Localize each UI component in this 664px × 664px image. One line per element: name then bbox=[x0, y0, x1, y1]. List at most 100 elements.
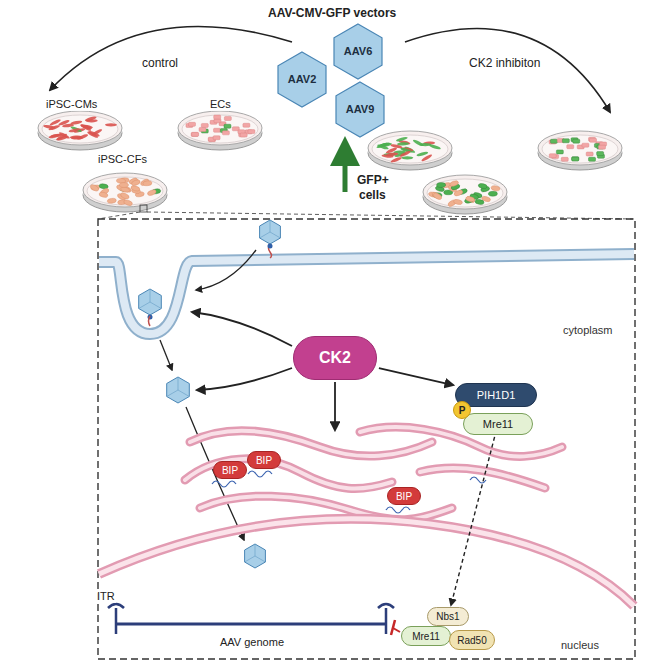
diagram-title: AAV-CMV-GFP vectors bbox=[268, 7, 396, 21]
dish-inner bbox=[42, 115, 118, 143]
dish-inner bbox=[182, 115, 258, 143]
capsid-facet bbox=[245, 556, 255, 562]
cell bbox=[62, 123, 74, 127]
capsid-facet bbox=[150, 302, 161, 309]
cell bbox=[590, 138, 597, 142]
cell bbox=[573, 139, 580, 143]
cell bbox=[248, 130, 255, 134]
cell bbox=[43, 124, 55, 129]
capsid-facet bbox=[150, 289, 151, 302]
cell bbox=[412, 139, 424, 147]
label: nucleus bbox=[560, 639, 600, 652]
capsid-facet bbox=[178, 390, 189, 397]
node-text: AAV9 bbox=[346, 103, 375, 115]
node-text: P bbox=[459, 405, 466, 416]
er-lumen bbox=[360, 427, 562, 456]
cell bbox=[429, 144, 441, 151]
cell bbox=[224, 117, 231, 121]
capsid-facet bbox=[139, 302, 150, 309]
capsid-shell bbox=[245, 544, 266, 568]
cell bbox=[550, 139, 557, 143]
cell bbox=[589, 137, 596, 141]
label: control bbox=[141, 57, 179, 71]
node-text: Rad50 bbox=[457, 635, 486, 646]
capsid-shell bbox=[139, 289, 162, 315]
culture-dish bbox=[38, 111, 122, 150]
cell bbox=[201, 123, 208, 127]
capsid-facet bbox=[260, 232, 270, 238]
curved-arrow bbox=[405, 29, 610, 112]
capsid-facet bbox=[255, 544, 256, 556]
nuclear-envelope bbox=[99, 519, 634, 606]
cell bbox=[213, 136, 220, 140]
label: GFP+ bbox=[356, 174, 390, 188]
dish-rim bbox=[83, 173, 167, 207]
capsid-shell bbox=[167, 377, 190, 403]
protein-box: Rad50 bbox=[449, 630, 495, 650]
node-text: Mre11 bbox=[412, 631, 440, 642]
er-membrane bbox=[360, 427, 562, 456]
er-membrane bbox=[190, 431, 432, 456]
capsid-outline bbox=[278, 52, 326, 107]
cell bbox=[561, 157, 568, 161]
cell bbox=[107, 198, 116, 204]
cell bbox=[465, 196, 475, 203]
cell bbox=[240, 133, 247, 137]
ck2-arrow bbox=[334, 382, 336, 430]
protein-box: CK2 bbox=[293, 336, 377, 380]
protein-box: BIP bbox=[387, 487, 421, 505]
node-text: AAV6 bbox=[344, 45, 373, 57]
label: ECs bbox=[209, 98, 232, 111]
cell bbox=[89, 184, 99, 193]
cell bbox=[397, 142, 409, 146]
er-lumen bbox=[185, 459, 392, 489]
cell bbox=[556, 150, 563, 154]
cell bbox=[475, 199, 485, 205]
receptor bbox=[149, 316, 151, 326]
dish-rim bbox=[423, 175, 507, 209]
cell bbox=[453, 199, 463, 206]
cell bbox=[243, 123, 250, 127]
culture-dish bbox=[178, 111, 262, 150]
node-text: BIP bbox=[222, 465, 238, 476]
cell bbox=[586, 152, 593, 156]
cell bbox=[147, 189, 157, 197]
cell bbox=[105, 123, 117, 126]
node-text: Mre11 bbox=[483, 418, 513, 430]
zoom-line bbox=[98, 212, 140, 219]
cell bbox=[119, 183, 128, 188]
cell-membrane bbox=[99, 254, 634, 334]
unfolded-protein bbox=[386, 507, 410, 513]
label: cytoplasm bbox=[562, 324, 614, 337]
cell bbox=[567, 145, 574, 149]
dish-rim bbox=[38, 111, 122, 145]
cell-membrane bbox=[99, 254, 634, 334]
cell bbox=[130, 185, 140, 192]
cell bbox=[572, 157, 579, 161]
cell bbox=[549, 154, 556, 158]
zoom-square bbox=[140, 205, 147, 212]
protein-box: BIP bbox=[247, 451, 281, 469]
curved-arrow bbox=[50, 26, 292, 90]
capsid-facet bbox=[178, 377, 179, 390]
culture-dish bbox=[368, 131, 452, 170]
dish-inner bbox=[372, 135, 448, 163]
capsid-node: AAV2 bbox=[277, 51, 327, 108]
aav-capsid bbox=[139, 289, 162, 315]
inhibition-bar bbox=[391, 620, 395, 635]
capsid-facet bbox=[167, 390, 178, 397]
cell bbox=[377, 143, 389, 150]
capsid-outline bbox=[336, 82, 384, 137]
cell bbox=[598, 145, 605, 149]
phospho-circle: P bbox=[453, 401, 471, 419]
itr-hairpin bbox=[108, 604, 124, 634]
ck2-arrow bbox=[197, 368, 292, 390]
cell bbox=[401, 156, 413, 159]
label: cells bbox=[358, 189, 387, 203]
cell bbox=[432, 192, 442, 201]
capsid-facet bbox=[255, 556, 265, 562]
unfolded-protein bbox=[212, 481, 236, 487]
cell bbox=[589, 157, 596, 161]
cell bbox=[562, 139, 569, 143]
